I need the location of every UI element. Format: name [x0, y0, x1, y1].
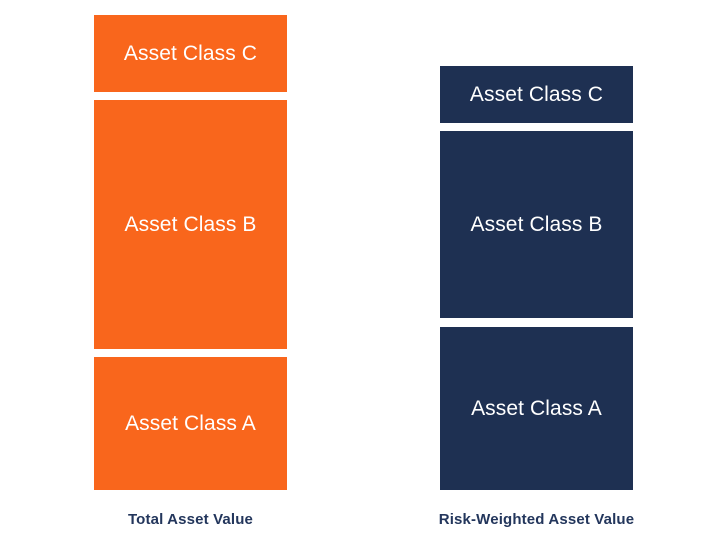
bar-segment-total-class-a[interactable]: Asset Class A — [94, 357, 287, 490]
category-label-risk-weighted-asset-value: Risk-Weighted Asset Value — [438, 511, 635, 528]
bar-stack-risk-weighted-asset-value: Asset Class C Asset Class B Asset Class … — [440, 66, 633, 490]
bar-segment-total-class-b[interactable]: Asset Class B — [94, 100, 287, 349]
bar-stack-total-asset-value: Asset Class C Asset Class B Asset Class … — [94, 15, 287, 490]
bar-segment-label-rwa-class-c: Asset Class C — [469, 82, 604, 106]
category-label-total-asset-value: Total Asset Value — [127, 511, 254, 528]
bar-segment-rwa-class-b[interactable]: Asset Class B — [440, 131, 633, 318]
bar-segment-label-total-class-a: Asset Class A — [125, 411, 256, 435]
bar-segment-rwa-class-c[interactable]: Asset Class C — [440, 66, 633, 123]
bar-segment-label-total-class-b: Asset Class B — [124, 212, 257, 236]
bar-segment-rwa-class-a[interactable]: Asset Class A — [440, 327, 633, 490]
bar-segment-label-rwa-class-b: Asset Class B — [470, 212, 603, 236]
bar-segment-total-class-c[interactable]: Asset Class C — [94, 15, 287, 92]
bar-segment-label-rwa-class-a: Asset Class A — [471, 396, 602, 420]
bar-segment-label-total-class-c: Asset Class C — [123, 41, 258, 65]
